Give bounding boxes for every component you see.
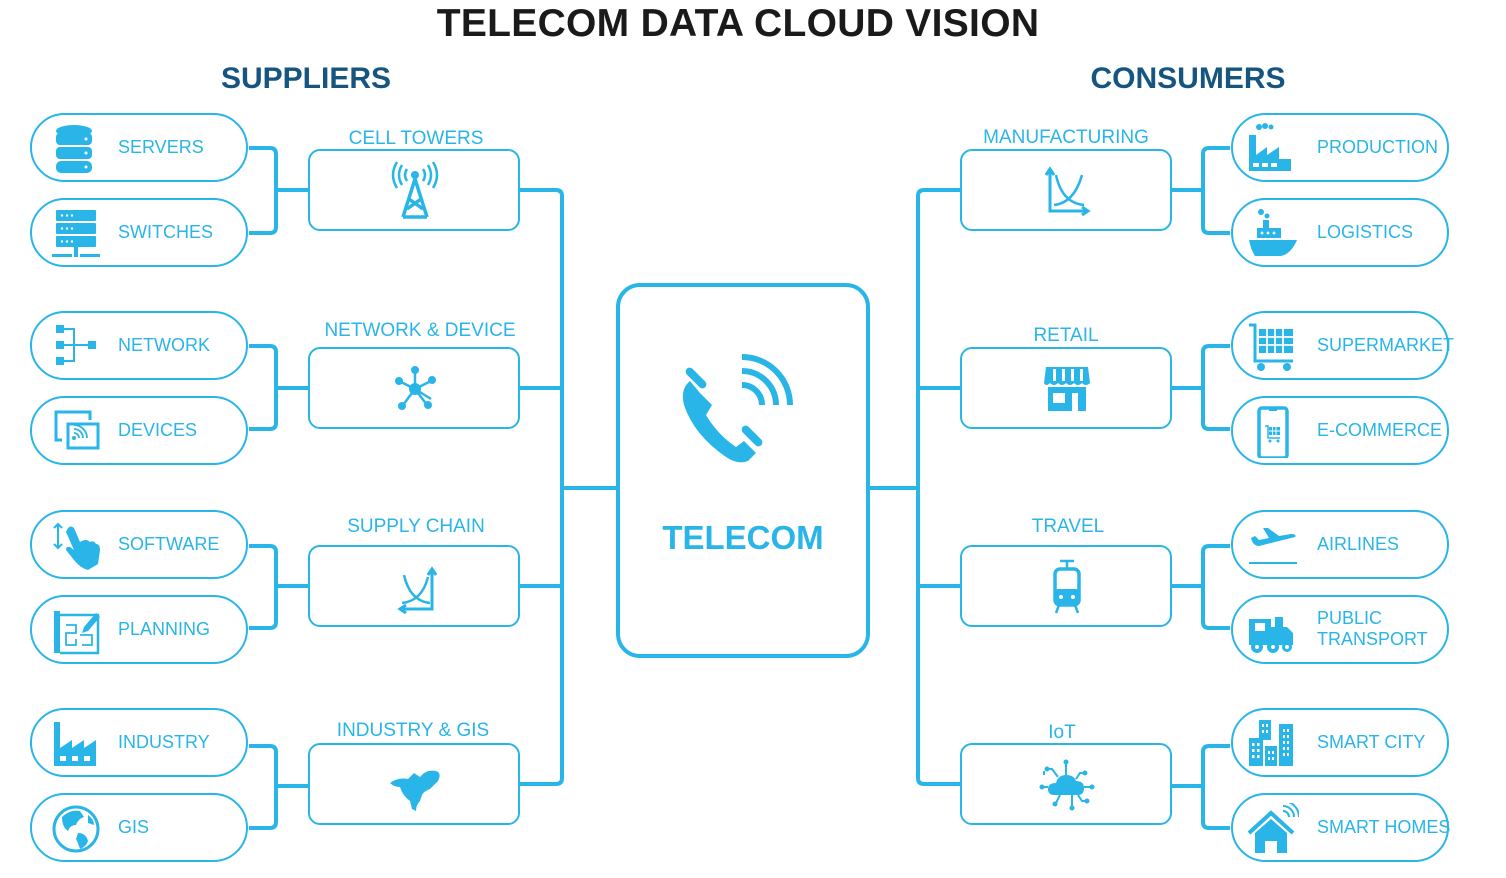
supplier-switches[interactable]: SWITCHES bbox=[30, 198, 248, 267]
cargo-ship-icon bbox=[1249, 209, 1297, 256]
category-supply-chain[interactable] bbox=[308, 545, 520, 627]
category-industry-gis[interactable] bbox=[308, 743, 520, 825]
supplier-industry[interactable]: INDUSTRY bbox=[30, 708, 248, 777]
consumer-label: SUPERMARKET bbox=[1317, 335, 1455, 355]
smart-home-icon bbox=[1247, 803, 1299, 853]
supplier-gis[interactable]: GIS bbox=[30, 793, 248, 862]
category-label-travel: TRAVEL bbox=[1031, 516, 1105, 537]
consumer-logistics[interactable]: LOGISTICS bbox=[1231, 198, 1449, 267]
consumers-heading: CONSUMERS bbox=[1090, 62, 1286, 95]
crossing-curves-chart-icon bbox=[397, 566, 438, 615]
connector-software-planning bbox=[249, 544, 308, 630]
connector-right-trunk bbox=[870, 188, 960, 786]
consumer-label: LOGISTICS bbox=[1317, 222, 1414, 242]
shopping-cart-icon bbox=[1249, 323, 1293, 371]
category-label-supply-chain: SUPPLY CHAIN bbox=[347, 516, 485, 537]
supplier-planning[interactable]: PLANNING bbox=[30, 595, 248, 664]
category-network-device[interactable] bbox=[308, 347, 520, 429]
consumer-label-line: TRANSPORT bbox=[1317, 629, 1428, 649]
consumer-ecommerce[interactable]: E-COMMERCE bbox=[1231, 396, 1449, 465]
consumer-label-line: PUBLIC bbox=[1317, 608, 1383, 628]
phone-ringing-icon bbox=[682, 354, 793, 463]
connector-airlines-transport bbox=[1171, 544, 1230, 630]
supplier-network[interactable]: NETWORK bbox=[30, 311, 248, 380]
diagram-title: TELECOM DATA CLOUD VISION bbox=[436, 2, 1040, 45]
city-buildings-icon bbox=[1249, 720, 1293, 766]
supplier-label: SWITCHES bbox=[118, 222, 214, 242]
supplier-servers[interactable]: SERVERS bbox=[30, 113, 248, 182]
connector-industry-gis bbox=[249, 744, 308, 830]
connector-network-devices bbox=[249, 344, 308, 431]
category-iot[interactable] bbox=[960, 743, 1172, 825]
supplier-label: GIS bbox=[118, 817, 150, 837]
consumer-label: PRODUCTION bbox=[1317, 137, 1438, 157]
storefront-icon bbox=[1044, 367, 1090, 411]
category-label-network-device: NETWORK & DEVICE bbox=[324, 320, 516, 341]
factory-smoke-icon bbox=[1249, 123, 1291, 171]
network-hub-icon bbox=[395, 366, 436, 410]
consumer-supermarket[interactable]: SUPERMARKET bbox=[1231, 311, 1454, 380]
blueprint-icon bbox=[54, 611, 100, 655]
consumer-label: SMART HOMES bbox=[1317, 817, 1451, 837]
category-retail[interactable] bbox=[960, 347, 1172, 429]
server-rack-icon bbox=[52, 210, 100, 257]
consumer-smart-homes[interactable]: SMART HOMES bbox=[1231, 793, 1451, 862]
category-cell-towers[interactable] bbox=[308, 149, 520, 231]
database-icon bbox=[56, 125, 92, 173]
supplier-label: SERVERS bbox=[118, 137, 204, 157]
factory-icon bbox=[54, 722, 96, 766]
north-america-map-icon bbox=[390, 770, 440, 811]
connector-servers-switches bbox=[249, 146, 308, 235]
category-label-cell-towers: CELL TOWERS bbox=[348, 128, 484, 149]
category-travel[interactable] bbox=[960, 545, 1172, 627]
supplier-software[interactable]: SOFTWARE bbox=[30, 510, 248, 579]
category-label-industry-gis: INDUSTRY & GIS bbox=[336, 720, 490, 741]
consumer-label: SMART CITY bbox=[1317, 732, 1426, 752]
crossing-curves-chart-icon bbox=[1044, 166, 1091, 217]
iot-cloud-icon bbox=[1039, 759, 1095, 811]
connector-production-logistics bbox=[1171, 146, 1230, 235]
consumer-production[interactable]: PRODUCTION bbox=[1231, 113, 1449, 182]
locomotive-icon bbox=[1249, 617, 1293, 653]
consumer-smart-city[interactable]: SMART CITY bbox=[1231, 708, 1449, 777]
supplier-label: SOFTWARE bbox=[118, 534, 220, 554]
cell-tower-icon bbox=[391, 161, 439, 219]
category-label-manufacturing: MANUFACTURING bbox=[983, 127, 1149, 148]
telecom-hub[interactable]: TELECOM bbox=[616, 283, 870, 658]
supplier-label: PLANNING bbox=[118, 619, 211, 639]
consumer-label: AIRLINES bbox=[1317, 534, 1400, 554]
category-manufacturing[interactable] bbox=[960, 149, 1172, 231]
suppliers-heading: SUPPLIERS bbox=[220, 62, 392, 95]
category-label-iot: IoT bbox=[1048, 722, 1076, 743]
globe-icon bbox=[52, 805, 100, 853]
category-label-retail: RETAIL bbox=[1033, 325, 1099, 346]
supplier-label: INDUSTRY bbox=[118, 732, 210, 752]
airplane-takeoff-icon bbox=[1249, 528, 1297, 564]
connector-supermarket-ecommerce bbox=[1171, 344, 1230, 431]
consumer-label-multiline: PUBLIC TRANSPORT bbox=[1317, 597, 1428, 650]
consumer-airlines[interactable]: AIRLINES bbox=[1231, 510, 1449, 579]
supplier-label: NETWORK bbox=[118, 335, 210, 355]
mobile-cart-icon bbox=[1257, 406, 1289, 458]
network-tree-icon bbox=[56, 325, 96, 365]
connector-smartcity-smarthomes bbox=[1171, 744, 1230, 830]
supplier-label: DEVICES bbox=[118, 420, 198, 440]
consumer-label: E-COMMERCE bbox=[1317, 420, 1442, 440]
devices-wifi-icon bbox=[54, 410, 100, 450]
hub-label: TELECOM bbox=[662, 519, 824, 556]
tram-icon bbox=[1053, 559, 1081, 614]
hand-swipe-icon bbox=[53, 522, 100, 570]
connector-left-trunk bbox=[519, 188, 616, 786]
supplier-devices[interactable]: DEVICES bbox=[30, 396, 248, 465]
consumer-public-transport[interactable]: PUBLIC TRANSPORT bbox=[1231, 595, 1449, 664]
